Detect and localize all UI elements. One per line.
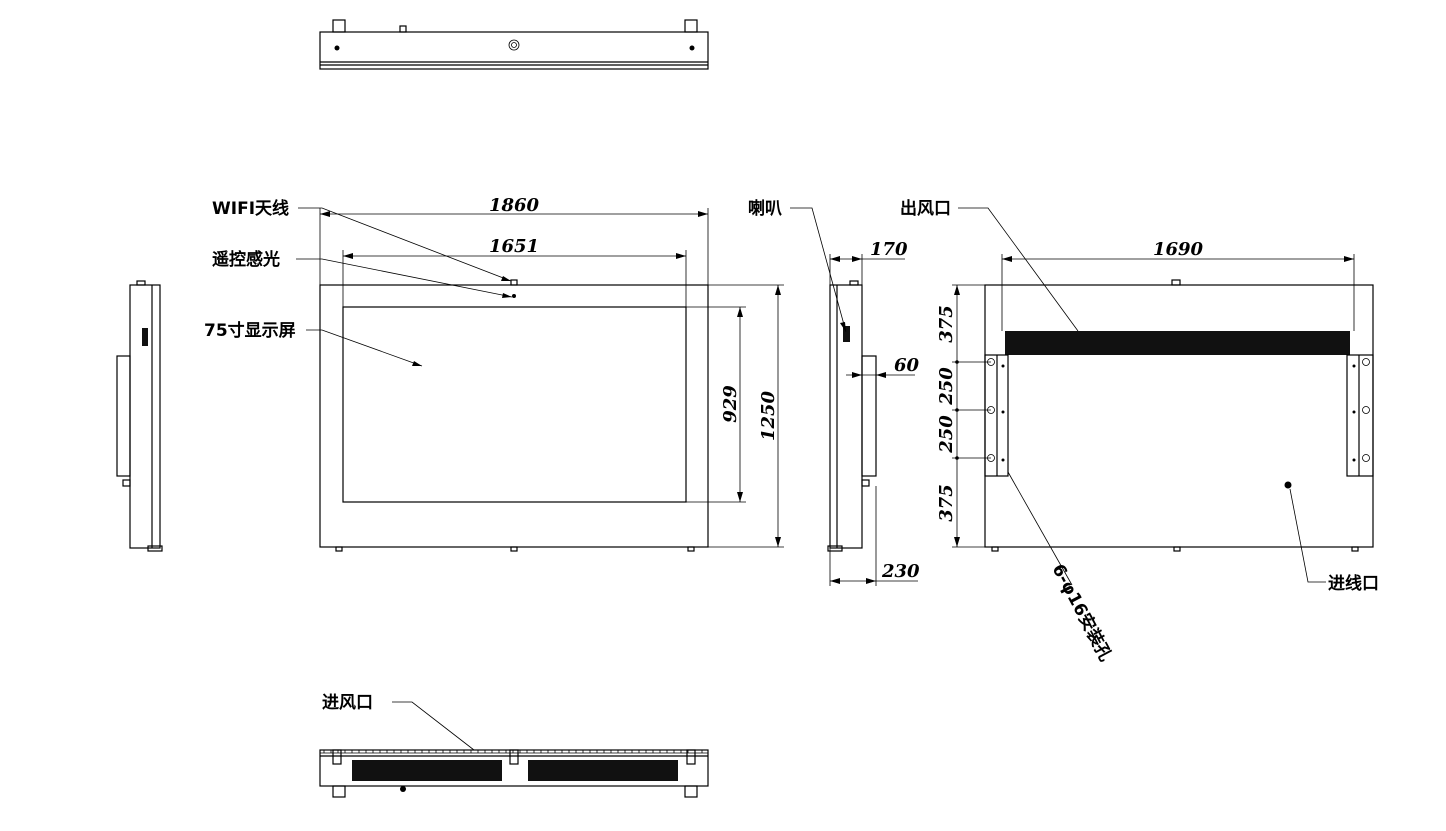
dim-screen-width: 1651 [489,236,539,257]
dim-v1: 375 [936,305,957,343]
dim-overall-height: 1250 [758,390,779,441]
front-view: 1860 1651 929 1250 WIFI天线 遥控感光 75寸显示屏 [204,195,784,552]
bottom-view: 进风口 [319,693,709,798]
dim-screen-height: 929 [720,385,741,423]
dim-bracket-depth: 60 [894,355,920,376]
air-inlet-vent-right [528,760,678,781]
air-inlet-vent-left [352,760,502,781]
dim-v4: 375 [936,484,957,522]
air-outlet-vent [1005,331,1350,355]
label-speaker: 喇叭 [748,198,782,219]
label-air-inlet: 进风口 [322,693,373,713]
dim-v2: 250 [936,367,957,406]
rear-view: 1690 375 250 250 375 出风口 进线口 6-φ16安装孔 [900,198,1379,665]
label-air-outlet: 出风口 [900,198,951,219]
top-view [319,19,709,70]
dim-overall-width: 1860 [489,195,540,216]
label-display: 75寸显示屏 [204,320,296,341]
dim-v3: 250 [936,415,957,454]
right-side-view: 170 60 230 喇叭 [748,198,920,586]
left-side-view [116,280,163,552]
dim-bracket-spacing: 1690 [1153,239,1204,260]
label-cable-inlet: 进线口 [1328,573,1379,594]
dim-depth-bottom: 230 [881,561,920,582]
dim-depth-top: 170 [870,239,908,260]
label-mount-holes: 6-φ16安装孔 [1048,560,1117,664]
label-remote-sensor: 遥控感光 [212,249,280,270]
label-wifi-antenna: WIFI天线 [212,198,289,219]
